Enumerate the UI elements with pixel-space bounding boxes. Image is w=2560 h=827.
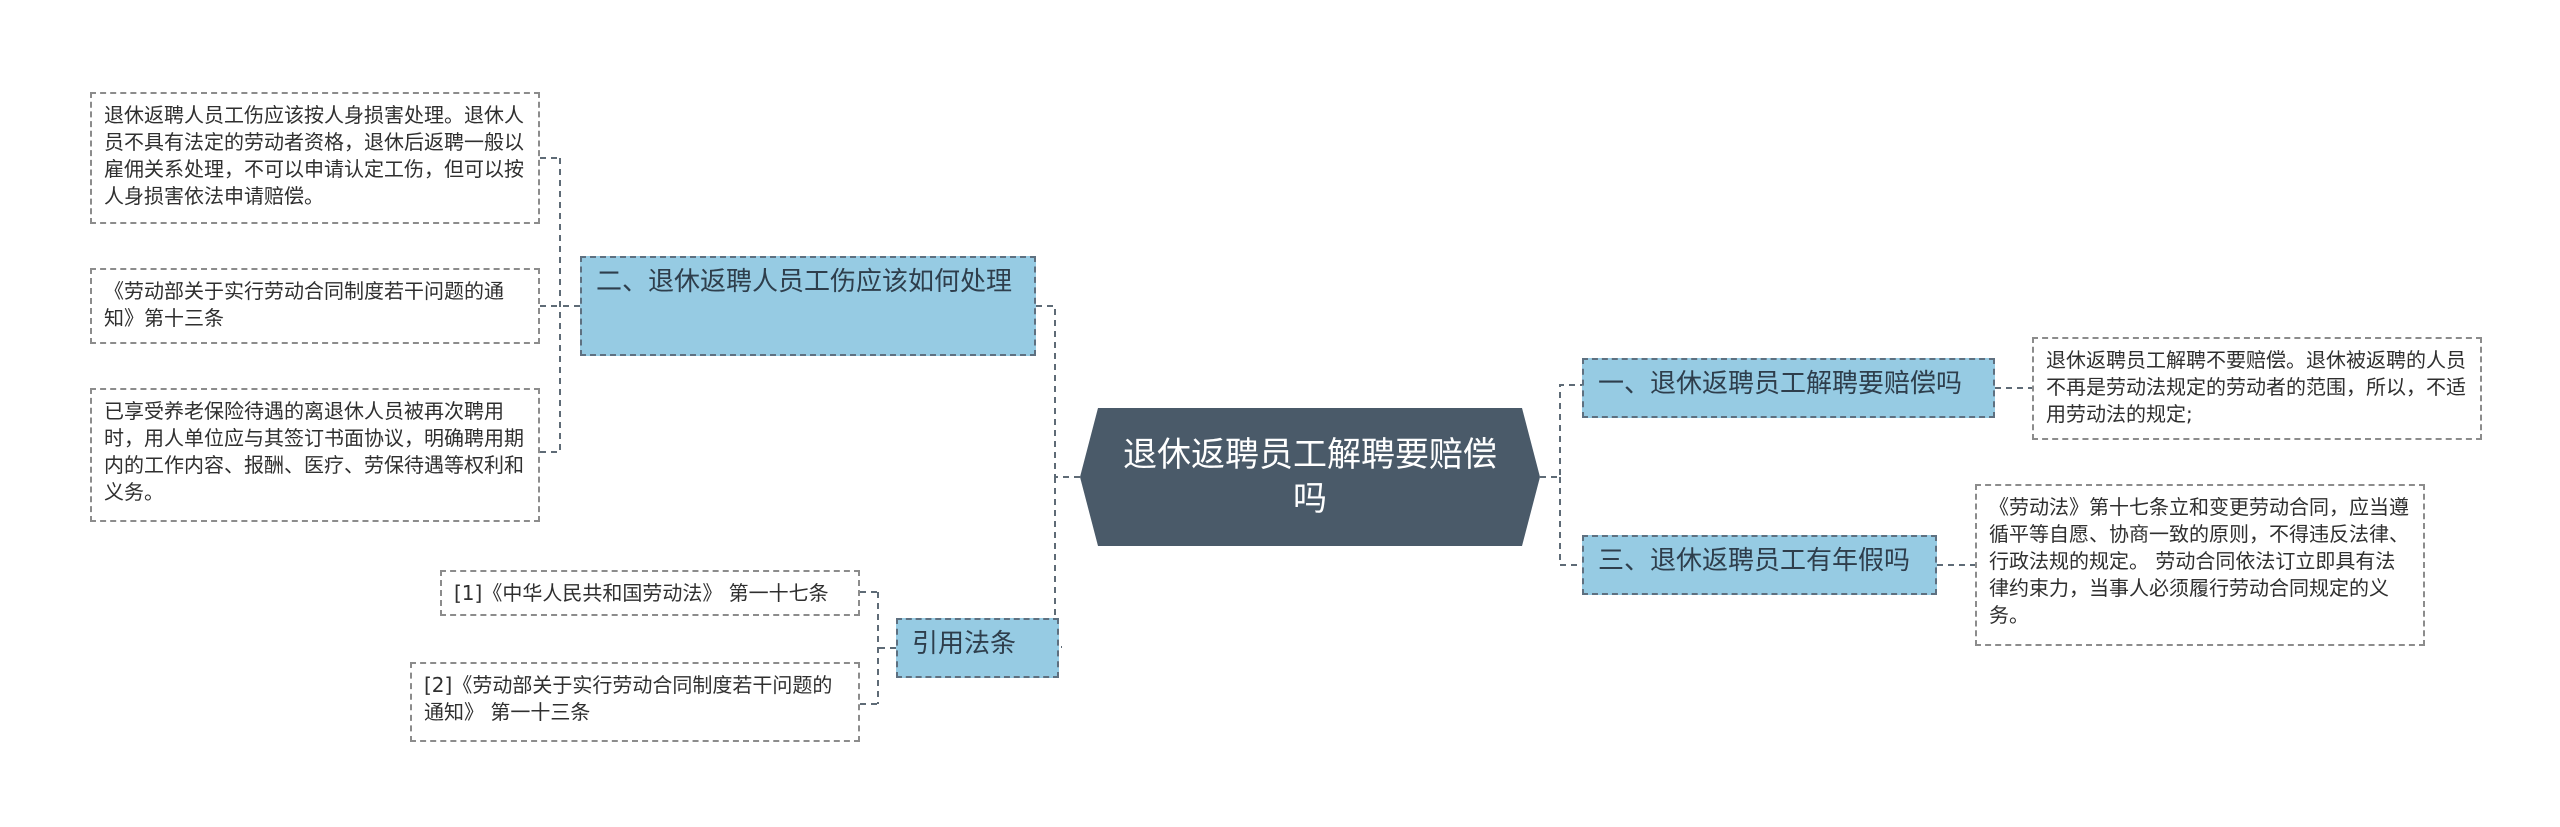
cite-leaf-2-text: [2]《劳动部关于实行劳动合同制度若干问题的通知》 第一十三条 [424, 673, 833, 724]
branch-2-leaf-1[interactable]: 退休返聘人员工伤应该按人身损害处理。退休人员不具有法定的劳动者资格，退休后返聘一… [90, 92, 540, 224]
branch-2-leaf-2[interactable]: 《劳动部关于实行劳动合同制度若干问题的通知》第十三条 [90, 268, 540, 344]
branch-2-leaf-3-text: 已享受养老保险待遇的离退休人员被再次聘用时，用人单位应与其签订书面协议，明确聘用… [104, 399, 524, 504]
branch-3-leaf-1-text: 《劳动法》第十七条立和变更劳动合同，应当遵循平等自愿、协商一致的原则，不得违反法… [1989, 495, 2409, 627]
branch-3-label: 三、退休返聘员工有年假吗 [1598, 546, 1911, 576]
central-topic-label: 退休返聘员工解聘要赔偿吗 [1123, 435, 1497, 519]
branch-1-leaf-1[interactable]: 退休返聘员工解聘不要赔偿。退休被返聘的人员不再是劳动法规定的劳动者的范围，所以，… [2032, 337, 2482, 440]
branch-3[interactable]: 三、退休返聘员工有年假吗 [1582, 535, 1937, 595]
branch-1-label: 一、退休返聘员工解聘要赔偿吗 [1598, 369, 1963, 399]
cite-leaf-1-text: [1]《中华人民共和国劳动法》 第一十七条 [454, 581, 829, 605]
branch-2-leaf-3[interactable]: 已享受养老保险待遇的离退休人员被再次聘用时，用人单位应与其签订书面协议，明确聘用… [90, 388, 540, 522]
branch-2[interactable]: 二、退休返聘人员工伤应该如何处理 [580, 256, 1036, 356]
branch-2-leaf-1-text: 退休返聘人员工伤应该按人身损害处理。退休人员不具有法定的劳动者资格，退休后返聘一… [104, 103, 524, 208]
branch-2-leaf-2-text: 《劳动部关于实行劳动合同制度若干问题的通知》第十三条 [104, 279, 504, 330]
branch-cite[interactable]: 引用法条 [896, 618, 1059, 678]
branch-1[interactable]: 一、退休返聘员工解聘要赔偿吗 [1582, 358, 1995, 418]
branch-3-leaf-1[interactable]: 《劳动法》第十七条立和变更劳动合同，应当遵循平等自愿、协商一致的原则，不得违反法… [1975, 484, 2425, 646]
branch-cite-label: 引用法条 [912, 629, 1017, 659]
cite-leaf-2[interactable]: [2]《劳动部关于实行劳动合同制度若干问题的通知》 第一十三条 [410, 662, 860, 742]
branch-2-label: 二、退休返聘人员工伤应该如何处理 [596, 267, 1013, 297]
cite-leaf-1[interactable]: [1]《中华人民共和国劳动法》 第一十七条 [440, 570, 860, 616]
branch-1-leaf-1-text: 退休返聘员工解聘不要赔偿。退休被返聘的人员不再是劳动法规定的劳动者的范围，所以，… [2046, 348, 2466, 426]
central-topic[interactable]: 退休返聘员工解聘要赔偿吗 [1080, 408, 1540, 546]
